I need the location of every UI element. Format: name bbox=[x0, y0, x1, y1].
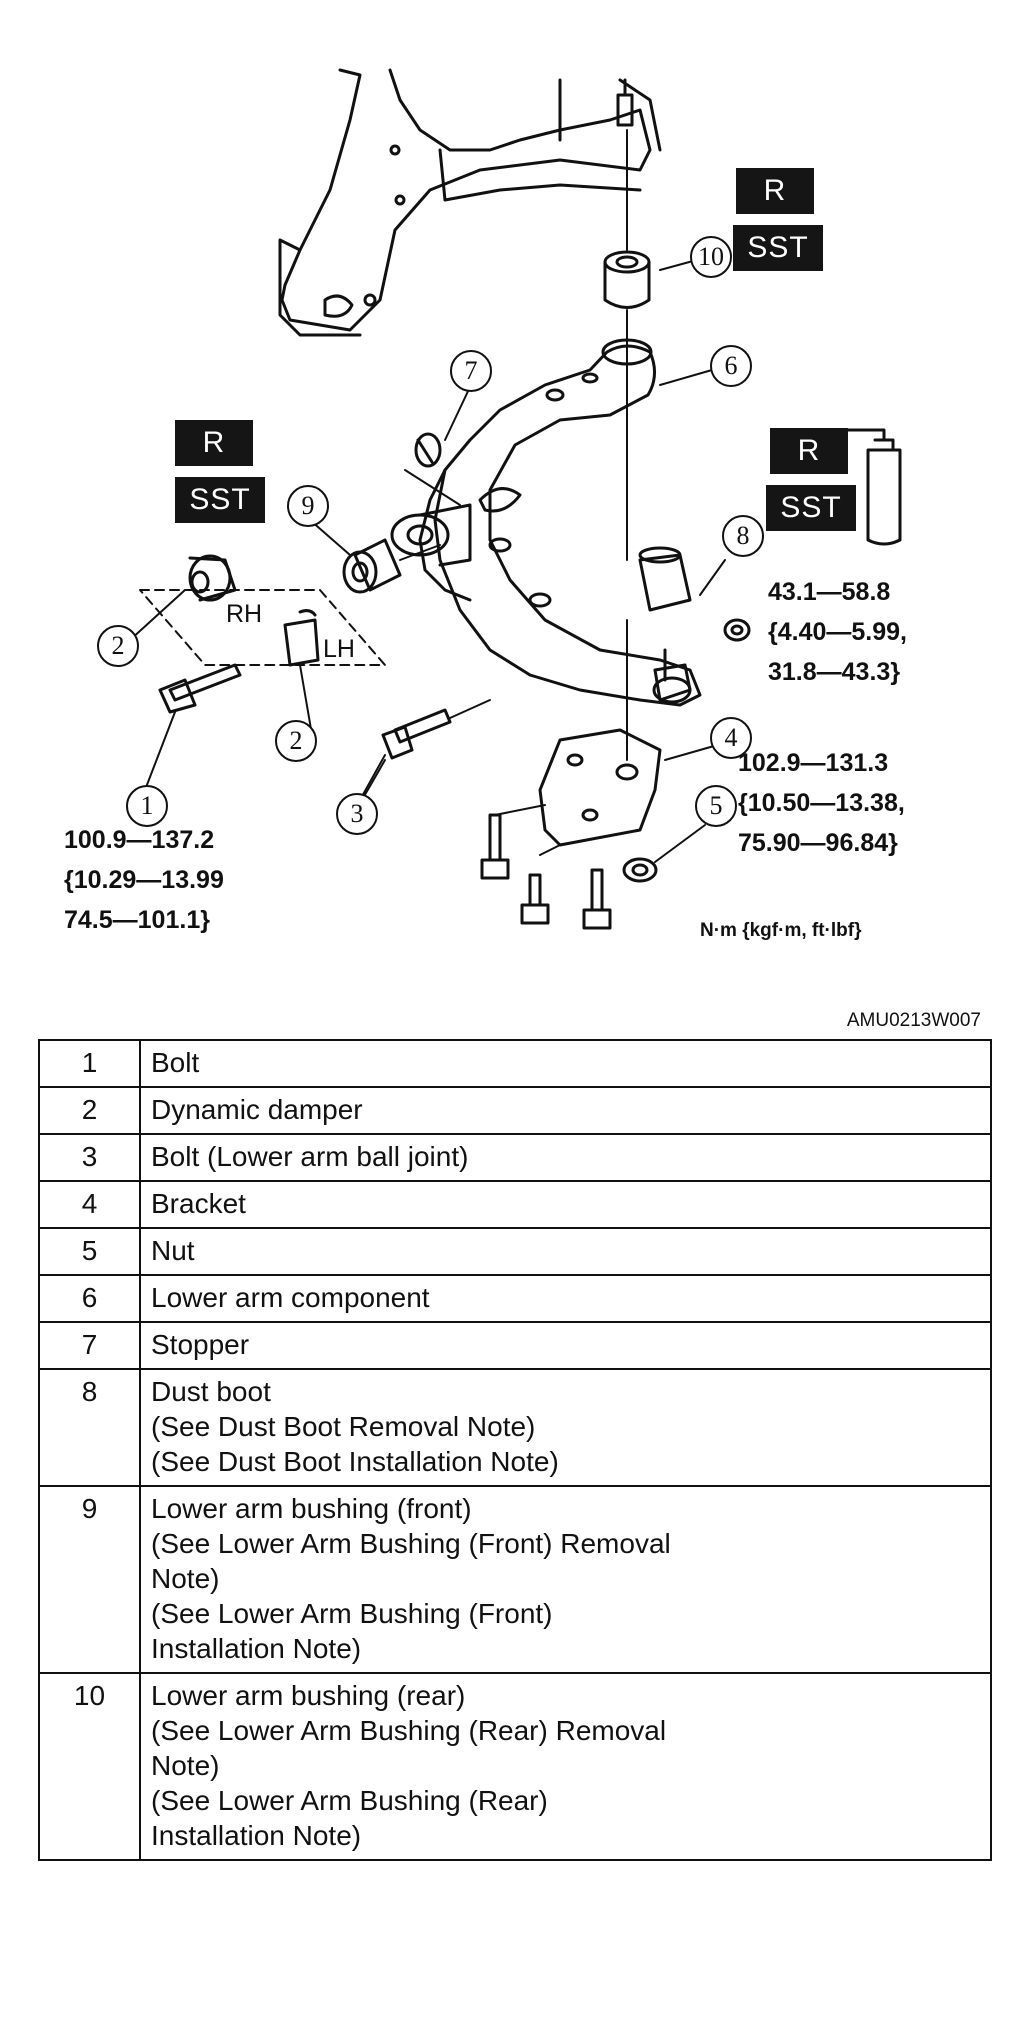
bolt-1-drawing bbox=[144, 663, 242, 791]
nut-5-drawing bbox=[622, 824, 706, 883]
bolt-3-drawing bbox=[359, 699, 491, 801]
bracket-drawing bbox=[538, 728, 662, 856]
bracket-bolts-drawing bbox=[480, 804, 612, 930]
part-number: 9 bbox=[38, 1485, 141, 1674]
front-bushing-drawing bbox=[342, 538, 441, 594]
part-description: Stopper bbox=[139, 1321, 992, 1370]
torque-bolt-1: 100.9—137.2 {10.29—13.99 74.5—101.1} bbox=[64, 826, 224, 934]
callout-3: 3 bbox=[336, 793, 378, 835]
part-description: Dust boot (See Dust Boot Removal Note) (… bbox=[139, 1368, 992, 1487]
part-description: Dynamic damper bbox=[139, 1086, 992, 1135]
r-tag-front-bushing: R bbox=[175, 420, 253, 466]
part-number: 3 bbox=[38, 1133, 141, 1182]
torque-nut-5: 102.9—131.3 {10.50—13.38, 75.90—96.84} bbox=[738, 749, 905, 857]
rear-bushing-axis bbox=[616, 78, 634, 761]
callout-8: 8 bbox=[722, 515, 764, 557]
part-description: Lower arm bushing (front) (See Lower Arm… bbox=[139, 1485, 992, 1674]
part-description: Bolt (Lower arm ball joint) bbox=[139, 1133, 992, 1182]
r-tag-dust-boot: R bbox=[770, 428, 848, 474]
r-tag-rear-bushing: R bbox=[736, 168, 814, 214]
part-number: 8 bbox=[38, 1368, 141, 1487]
rear-bushing-drawing bbox=[603, 250, 651, 309]
callout-9: 9 bbox=[287, 485, 329, 527]
part-description: Lower arm bushing (rear) (See Lower Arm … bbox=[139, 1672, 992, 1861]
nut-ball-joint-drawing bbox=[723, 618, 751, 642]
callout-2-lh: 2 bbox=[275, 720, 317, 762]
part-description: Bracket bbox=[139, 1180, 992, 1229]
sst-tag-dust-boot: SST bbox=[766, 485, 856, 531]
torque-nut-8: 43.1—58.8 {4.40—5.99, 31.8—43.3} bbox=[768, 578, 907, 686]
part-number: 10 bbox=[38, 1672, 141, 1861]
grease-can-drawing bbox=[843, 428, 902, 546]
part-description: Nut bbox=[139, 1227, 992, 1276]
stopper-drawing bbox=[404, 432, 461, 506]
sst-tag-rear-bushing: SST bbox=[733, 225, 823, 271]
callout-2-rh: 2 bbox=[97, 625, 139, 667]
part-number: 7 bbox=[38, 1321, 141, 1370]
part-number: 4 bbox=[38, 1180, 141, 1229]
callout-1: 1 bbox=[126, 785, 168, 827]
callout-4: 4 bbox=[710, 717, 752, 759]
dust-boot-drawing bbox=[638, 546, 726, 704]
sst-tag-front-bushing: SST bbox=[175, 477, 265, 523]
part-number: 5 bbox=[38, 1227, 141, 1276]
torque-units: N·m {kgf·m, ft·lbf} bbox=[700, 920, 862, 941]
part-number: 6 bbox=[38, 1274, 141, 1323]
callout-6: 6 bbox=[710, 345, 752, 387]
lh-label: LH bbox=[323, 635, 355, 663]
part-number: 1 bbox=[38, 1039, 141, 1088]
lower-arm-drawing bbox=[129, 68, 902, 930]
lower-arm-drawing-body bbox=[418, 338, 702, 707]
part-description: Lower arm component bbox=[139, 1274, 992, 1323]
image-id: AMU0213W007 bbox=[846, 1010, 981, 1031]
part-description: Bolt bbox=[139, 1039, 992, 1088]
dynamic-damper-box bbox=[139, 554, 386, 667]
callout-5: 5 bbox=[695, 785, 737, 827]
callout-7: 7 bbox=[450, 350, 492, 392]
arm-front-mount-drawing bbox=[390, 503, 472, 567]
callout-leaders bbox=[129, 254, 736, 813]
exploded-view-diagram: R SST R SST R SST 1 2 2 3 4 5 6 7 8 9 10… bbox=[0, 0, 1029, 1000]
rh-label: RH bbox=[226, 600, 263, 628]
callout-10: 10 bbox=[690, 236, 732, 278]
subframe-drawing bbox=[278, 68, 662, 337]
part-number: 2 bbox=[38, 1086, 141, 1135]
